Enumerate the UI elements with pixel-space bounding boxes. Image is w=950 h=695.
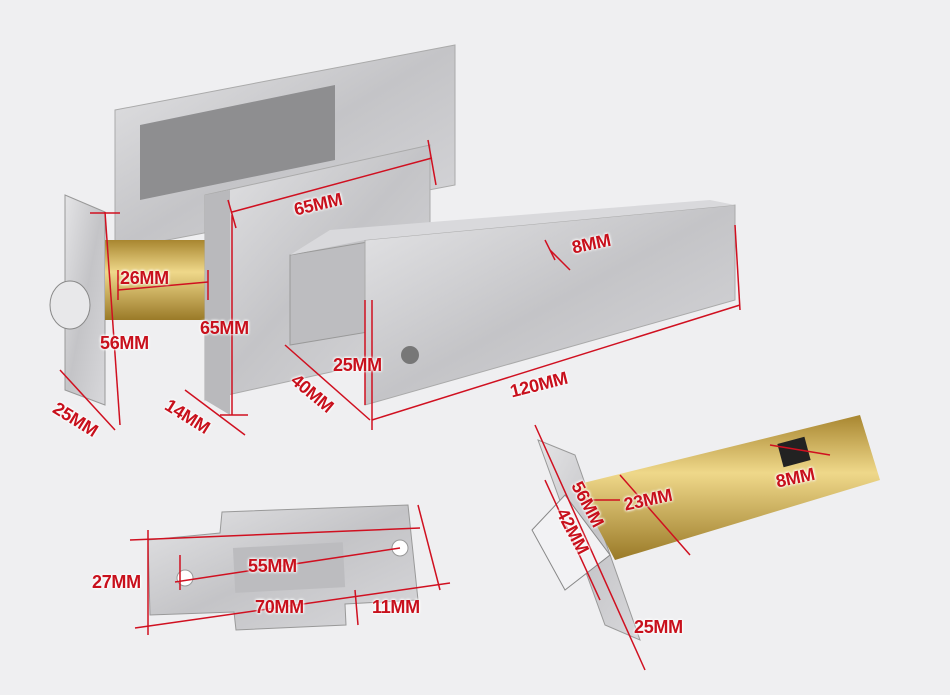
front-rose-edge <box>205 190 230 415</box>
latch-body-brass-right <box>575 415 880 560</box>
spindle-hole <box>777 436 811 468</box>
strike-lip-label: 11MM <box>372 597 420 617</box>
faceplate-height-label: 56MM <box>100 333 149 353</box>
latch-bolt-right <box>531 494 611 591</box>
rose-height-label: 65MM <box>200 318 249 338</box>
handle-width-label: 25MM <box>333 355 382 375</box>
strike-screw-hole-left <box>176 569 194 587</box>
strike-plate-opening <box>232 542 346 593</box>
dimension-lines <box>59 139 831 671</box>
strike-height-label: 27MM <box>92 572 141 592</box>
latch-faceplate-width-label: 25MM <box>634 617 683 637</box>
latch-body-brass <box>105 240 210 320</box>
strike-length-label: 70MM <box>255 597 304 617</box>
keyhole <box>401 346 419 364</box>
lever-handle-top <box>290 200 735 255</box>
latch-bolt-left <box>49 280 91 330</box>
back-rose-interior <box>140 85 335 200</box>
spindle-length-label: 26MM <box>120 268 169 288</box>
strike-hole-spacing-label: 55MM <box>248 556 297 576</box>
